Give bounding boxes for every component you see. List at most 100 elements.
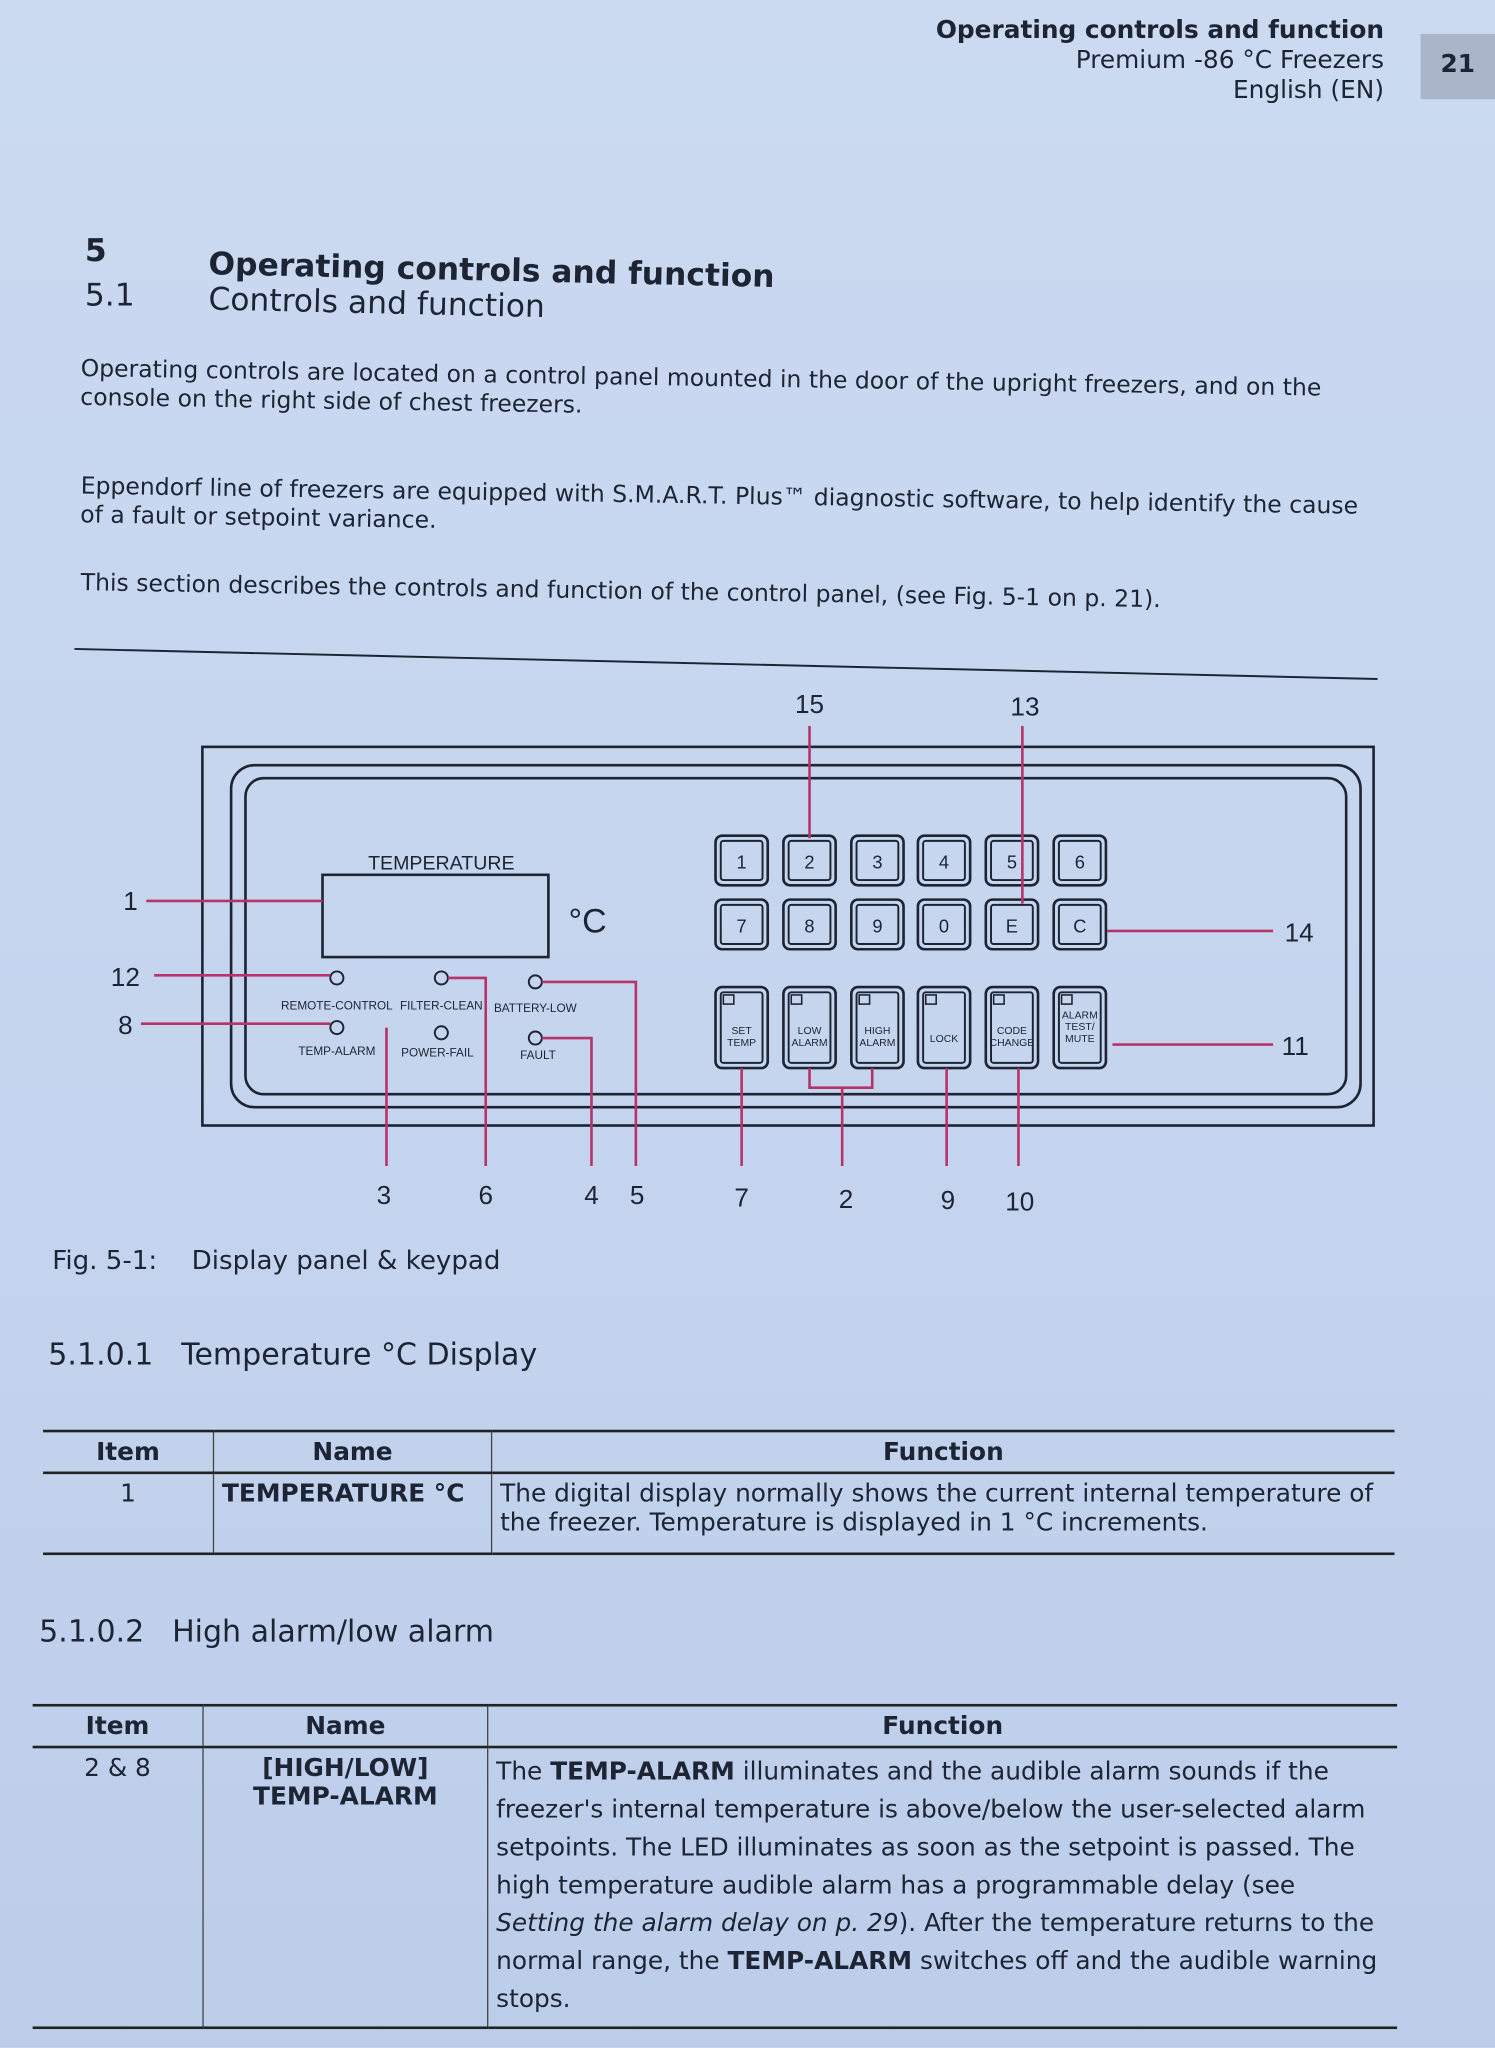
- column-header-item: Item: [43, 1429, 214, 1475]
- key-led-icon: [790, 994, 803, 1005]
- callout-15: 15: [795, 689, 824, 719]
- running-header: Operating controls and function Premium …: [936, 16, 1384, 106]
- name-cell: [HIGH/LOW]TEMP-ALARM: [202, 1747, 488, 2030]
- key-label: 6: [1075, 851, 1085, 872]
- table-row: 1 TEMPERATURE °C The digital display nor…: [43, 1472, 1395, 1556]
- panel-bezel: [229, 763, 1362, 1109]
- callout-14: 14: [1285, 917, 1314, 947]
- key-label: ALARM: [1062, 1010, 1098, 1021]
- key-C: C: [1052, 898, 1108, 951]
- key-label: MUTE: [1065, 1034, 1095, 1045]
- key-label: C: [1073, 915, 1086, 936]
- key-label: LOCK: [930, 1034, 958, 1045]
- led-power-fail: POWER-FAIL: [401, 1025, 474, 1059]
- callout-5: 5: [630, 1180, 645, 1210]
- text: ). After the temperature returns to the …: [496, 1908, 1375, 1976]
- section-title: Temperature °C Display: [181, 1338, 538, 1373]
- callout-12: 12: [111, 962, 140, 992]
- callout-3: 3: [377, 1180, 392, 1210]
- item-cell: 2 & 8: [32, 1747, 204, 2030]
- name-line: [HIGH/LOW]: [262, 1753, 429, 1783]
- key-led-icon: [858, 994, 871, 1005]
- panel-inner: [244, 776, 1348, 1096]
- temperature-display: [321, 873, 550, 959]
- text: The: [496, 1757, 551, 1787]
- item-cell: 1: [43, 1472, 214, 1556]
- key-label: 2: [804, 851, 814, 872]
- function-key: LOCK: [916, 985, 972, 1070]
- unit-label: °C: [569, 902, 607, 940]
- key-led-icon: [722, 994, 735, 1005]
- callout-7: 7: [734, 1182, 749, 1212]
- column-header-function: Function: [487, 1703, 1398, 1749]
- text: switches off and the audible warning sto…: [496, 1946, 1378, 2014]
- led-label: TEMP-ALARM: [298, 1045, 375, 1058]
- text: illuminates and the audible alarm sounds…: [496, 1757, 1366, 1900]
- table-row: 2 & 8 [HIGH/LOW]TEMP-ALARM The TEMP-ALAR…: [32, 1747, 1398, 2030]
- header-language: English (EN): [1232, 75, 1385, 105]
- led-label: POWER-FAIL: [401, 1046, 474, 1059]
- key-9: 9: [850, 898, 905, 951]
- led-label: FAULT: [520, 1049, 556, 1062]
- key-label: LOW: [798, 1026, 822, 1037]
- key-label: 7: [737, 915, 747, 936]
- figure-number: Fig. 5-1:: [52, 1244, 158, 1276]
- cross-reference-link[interactable]: Setting the alarm delay on p. 29: [496, 1908, 899, 1938]
- section-heading-5-1-0-2: 5.1.0.2 High alarm/low alarm: [39, 1615, 494, 1649]
- subchapter-number: 5.1: [84, 276, 135, 314]
- key-label: HIGH: [864, 1026, 890, 1037]
- key-0: 0: [916, 898, 972, 951]
- led-remote-control: REMOTE-CONTROL: [281, 970, 393, 1012]
- key-label: ALARM: [859, 1038, 895, 1049]
- key-label: 5: [1007, 851, 1017, 872]
- key-label: 8: [804, 915, 814, 936]
- section-heading-5-1-0-1: 5.1.0.1 Temperature °C Display: [48, 1338, 537, 1372]
- key-6: 6: [1052, 834, 1108, 887]
- section-number: 5.1.0.1: [48, 1338, 154, 1373]
- key-label: 4: [939, 851, 949, 872]
- led-filter-clean: FILTER-CLEAN: [400, 970, 483, 1012]
- key-5: 5: [984, 834, 1040, 887]
- callout-2: 2: [839, 1184, 854, 1214]
- callout-lines: [141, 725, 1274, 1166]
- key-2: 2: [782, 834, 837, 887]
- key-led-icon: [1060, 994, 1073, 1005]
- key-label: TEMP: [727, 1038, 756, 1049]
- led-label: BATTERY-LOW: [494, 1002, 578, 1015]
- callout-8: 8: [118, 1010, 133, 1040]
- column-header-function: Function: [490, 1429, 1395, 1475]
- led-label: FILTER-CLEAN: [400, 999, 483, 1012]
- key-3: 3: [850, 834, 905, 887]
- figure-caption-text: Display panel & keypad: [191, 1244, 501, 1276]
- display-label: TEMPERATURE: [368, 853, 514, 875]
- chapter-number: 5: [84, 232, 107, 269]
- function-cell: The digital display normally shows the c…: [490, 1472, 1395, 1556]
- key-8: 8: [782, 898, 837, 951]
- figure-caption: Fig. 5-1: Display panel & keypad: [52, 1244, 500, 1275]
- key-E: E: [984, 898, 1040, 951]
- panel-outline: [201, 745, 1375, 1127]
- page-number: 21: [1420, 33, 1495, 100]
- callout-11: 11: [1282, 1031, 1309, 1061]
- column-header-item: Item: [32, 1703, 204, 1749]
- key-label: ALARM: [792, 1038, 828, 1049]
- key-label: CHANGE: [990, 1038, 1035, 1049]
- key-1: 1: [714, 834, 770, 887]
- key-label: SET: [731, 1026, 752, 1037]
- name-line: TEMP-ALARM: [253, 1782, 438, 1812]
- column-header-name: Name: [212, 1429, 492, 1475]
- column-header-name: Name: [202, 1703, 488, 1749]
- key-4: 4: [916, 834, 972, 887]
- callout-1: 1: [123, 886, 138, 916]
- figure-top-rule: [74, 647, 1378, 680]
- callout-4: 4: [584, 1180, 599, 1210]
- name-cell: TEMPERATURE °C: [212, 1472, 492, 1556]
